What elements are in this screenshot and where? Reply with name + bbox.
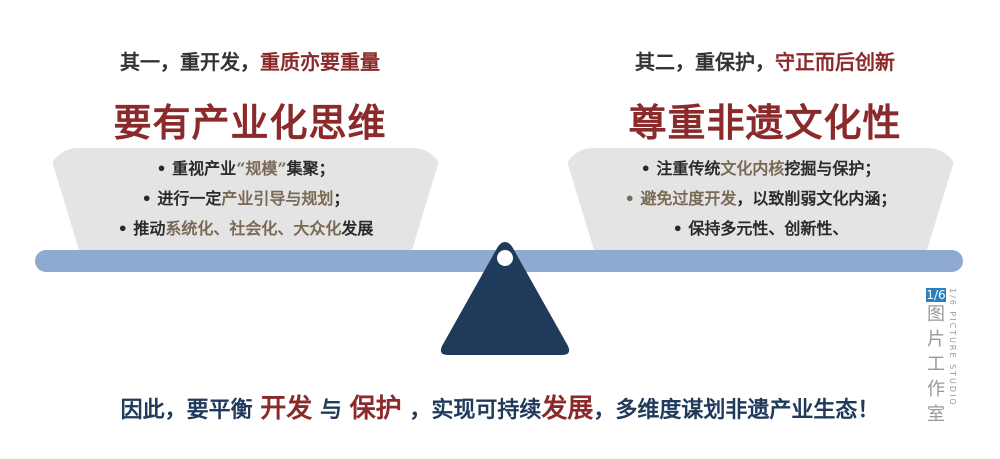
right-list: • 注重传统文化内核挖掘与保护； • 避免过度开发，以致削弱文化内涵； • 保持…	[563, 154, 958, 244]
list-item: • 推动系统化、社会化、大众化发展	[117, 219, 374, 238]
watermark-logo: 1/6	[926, 288, 946, 302]
right-title: 尊重非遗文化性	[628, 100, 902, 145]
list-item: • 进行一定产业引导与规划；	[141, 189, 350, 208]
list-item: • 保持多元性、创新性、	[672, 219, 849, 238]
watermark-name: 图片工作室	[927, 304, 945, 425]
fulcrum-icon	[440, 242, 570, 355]
list-item: • 避免过度开发，以致削弱文化内涵；	[624, 189, 897, 208]
left-title: 要有产业化思维	[113, 100, 387, 145]
list-item: • 重视产业“规模”集聚；	[156, 159, 335, 178]
right-subtitle: 其二，重保护，守正而后创新	[635, 50, 895, 74]
watermark: 1/6 图片工作室 1/6 PICTURE STUDIO	[922, 288, 966, 427]
conclusion-text: 因此，要平衡 开发 与 保护 ，实现可持续发展，多维度谋划非遗产业生态！	[120, 394, 880, 424]
left-subtitle: 其一，重开发，重质亦要重量	[120, 50, 380, 74]
watermark-en: 1/6 PICTURE STUDIO	[948, 288, 957, 407]
left-panel	[48, 148, 443, 252]
list-item: • 注重传统文化内核挖掘与保护；	[640, 159, 881, 178]
right-panel	[563, 148, 958, 252]
left-list: • 重视产业“规模”集聚； • 进行一定产业引导与规划； • 推动系统化、社会化…	[48, 154, 443, 244]
